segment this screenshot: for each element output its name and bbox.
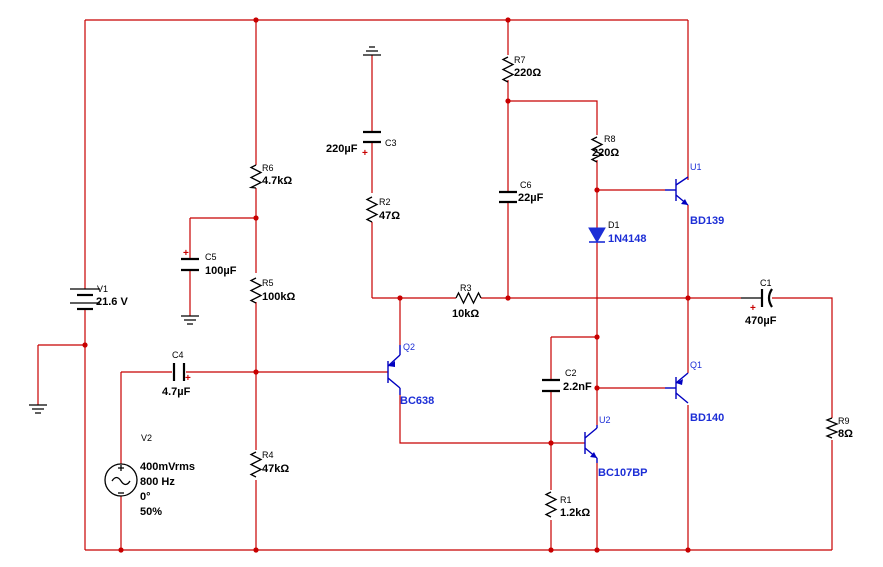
r9-value: 8Ω <box>838 428 853 440</box>
c4-ref: C4 <box>172 350 184 360</box>
c4-value: 4.7µF <box>162 386 191 398</box>
d1-value: 1N4148 <box>608 233 647 245</box>
c2-value: 2.2nF <box>563 381 592 393</box>
r9-ref: R9 <box>838 416 850 426</box>
resistor-r5[interactable]: R5 100kΩ <box>249 277 295 304</box>
v1-ref: V1 <box>97 284 108 294</box>
r5-ref: R5 <box>262 278 274 288</box>
r8-value: 220Ω <box>592 147 619 159</box>
u1-value: BD139 <box>690 215 724 227</box>
ground-symbol-left <box>29 404 47 414</box>
wires <box>37 19 833 551</box>
d1-ref: D1 <box>608 220 620 230</box>
battery-v1[interactable]: V1 21.6 V <box>70 284 128 311</box>
ground-symbol-c5 <box>181 315 199 325</box>
r1-value: 1.2kΩ <box>560 507 590 519</box>
ground-symbol-c3 <box>363 46 381 56</box>
resistor-r6[interactable]: R6 4.7kΩ <box>248 163 292 189</box>
c1-ref: C1 <box>760 278 772 288</box>
v1-value: 21.6 V <box>96 296 128 308</box>
capacitor-c1[interactable]: + C1 470µF <box>741 278 777 327</box>
c5-ref: C5 <box>205 252 217 262</box>
r8-ref: R8 <box>604 134 616 144</box>
resistor-r7[interactable]: R7 220Ω <box>501 55 541 83</box>
c3-value: 220µF <box>326 143 358 155</box>
junction-dots <box>82 17 691 553</box>
v2-ref: V2 <box>141 433 152 443</box>
r3-value: 10kΩ <box>452 308 479 320</box>
v2-amplitude: 400mVrms <box>140 461 195 473</box>
c4-plus: + <box>185 373 191 384</box>
r4-value: 47kΩ <box>262 463 289 475</box>
c3-plus: + <box>362 148 368 159</box>
resistor-r3[interactable]: R3 10kΩ <box>452 283 482 320</box>
c6-ref: C6 <box>520 180 532 190</box>
capacitor-c2[interactable]: C2 2.2nF <box>542 368 592 393</box>
transistor-q2[interactable]: Q2 BC638 <box>387 342 434 407</box>
transistor-q1[interactable]: Q1 BD140 <box>665 360 724 424</box>
transistor-u2[interactable]: U2 BC107BP <box>584 415 648 479</box>
r7-value: 220Ω <box>514 67 541 79</box>
c1-value: 470µF <box>745 315 777 327</box>
u1-ref: U1 <box>690 162 702 172</box>
q1-ref: Q1 <box>690 360 702 370</box>
transistor-u1[interactable]: U1 BD139 <box>665 162 724 227</box>
r2-ref: R2 <box>379 197 391 207</box>
capacitor-c4[interactable]: + C4 4.7µF <box>162 350 191 398</box>
resistor-r4[interactable]: R4 47kΩ <box>249 450 289 478</box>
r2-value: 47Ω <box>379 210 400 222</box>
capacitor-c3[interactable]: + C3 220µF <box>326 130 397 159</box>
c2-ref: C2 <box>565 368 577 378</box>
r1-ref: R1 <box>560 495 572 505</box>
resistor-r1[interactable]: R1 1.2kΩ <box>544 491 590 519</box>
v2-phase: 0° <box>140 491 151 503</box>
r3-ref: R3 <box>460 283 472 293</box>
q2-ref: Q2 <box>403 342 415 352</box>
r4-ref: R4 <box>262 450 274 460</box>
r6-value: 4.7kΩ <box>262 175 292 187</box>
c5-plus: + <box>183 248 189 259</box>
capacitor-c5[interactable]: + C5 100µF <box>181 248 237 277</box>
ac-source-v2[interactable]: V2 400mVrms 800 Hz 0° 50% <box>104 433 195 518</box>
c1-plus: + <box>750 303 756 314</box>
c6-value: 22µF <box>518 192 544 204</box>
q1-value: BD140 <box>690 412 724 424</box>
resistor-r8[interactable]: R8 220Ω <box>590 134 619 163</box>
v2-frequency: 800 Hz <box>140 476 175 488</box>
resistor-r2[interactable]: R2 47Ω <box>365 196 400 223</box>
r6-ref: R6 <box>262 163 274 173</box>
u2-value: BC107BP <box>598 467 648 479</box>
r5-value: 100kΩ <box>262 291 295 303</box>
u2-ref: U2 <box>599 415 611 425</box>
diode-d1[interactable]: D1 1N4148 <box>588 220 647 245</box>
c3-ref: C3 <box>385 138 397 148</box>
capacitor-c6[interactable]: C6 22µF <box>499 180 544 204</box>
resistor-r9[interactable]: R9 8Ω <box>825 416 853 440</box>
r7-ref: R7 <box>514 55 526 65</box>
v2-duty: 50% <box>140 506 162 518</box>
c5-value: 100µF <box>205 265 237 277</box>
q2-value: BC638 <box>400 395 434 407</box>
